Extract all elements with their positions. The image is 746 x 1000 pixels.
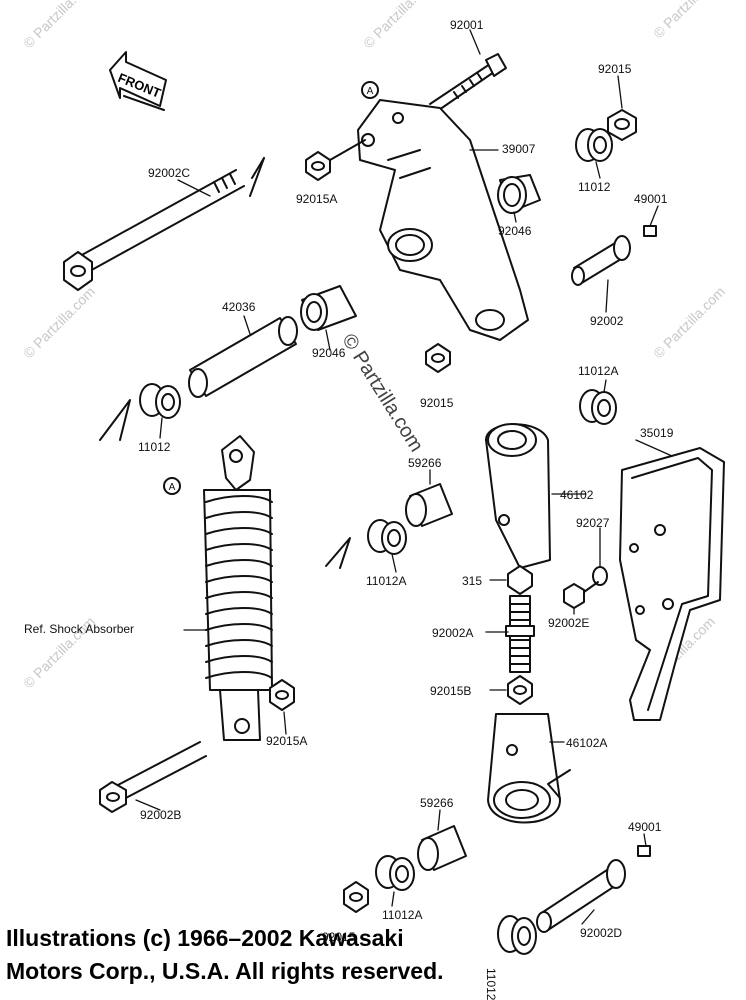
part-label: 92002A: [432, 626, 474, 640]
part-label: 315: [462, 574, 483, 588]
rocker-arm-39007-icon: [357, 99, 529, 341]
tie-rod-46102-icon: [485, 423, 551, 569]
part-label: 92027: [576, 516, 610, 530]
part-label: 11012A: [484, 968, 498, 1000]
nut-92015B-icon: [507, 675, 533, 705]
bushing-92046-icon: [300, 285, 357, 331]
pin-92002-icon: [571, 225, 657, 286]
part-label: 92015: [322, 930, 356, 944]
part-label: 92015: [420, 396, 454, 410]
part-label: 49001: [634, 192, 668, 206]
bolt-92002E-icon: [563, 581, 599, 609]
nut-92015A-icon: [305, 151, 331, 181]
part-label: 11012A: [578, 364, 619, 378]
part-label: 92002B: [140, 808, 182, 822]
part-label: Ref. Shock Absorber: [24, 622, 135, 636]
part-label: 92015: [598, 62, 632, 76]
part-label: 46102A: [566, 736, 608, 750]
bolt-92001-icon: [429, 53, 507, 113]
nut-92015A-icon: [269, 679, 295, 711]
bolt-92002B-icon: [99, 741, 207, 813]
bushing-92046-icon: [497, 174, 541, 214]
part-label: 39007: [502, 142, 536, 156]
nut-92015-icon: [425, 343, 451, 373]
part-label: 35019: [640, 426, 674, 440]
seal-11012A-icon: [325, 519, 407, 569]
part-label: 46102: [560, 488, 594, 502]
callout-a-icon: [163, 81, 379, 495]
part-label: 59266: [408, 456, 442, 470]
part-label: 92002: [590, 314, 624, 328]
part-label: 11012: [578, 180, 611, 194]
part-label: 92015A: [266, 734, 308, 748]
callout-a-shock: A: [169, 482, 176, 493]
seal-11012A-icon: [497, 915, 537, 955]
part-label: 92001: [450, 18, 484, 32]
nut-92015-icon: [607, 109, 637, 141]
seal-11012A-icon: [579, 389, 617, 425]
part-label: 92002C: [148, 166, 191, 180]
part-label: 11012A: [366, 574, 407, 588]
shock-absorber-icon: [203, 435, 273, 741]
part-label: 59266: [420, 796, 454, 810]
part-label: 11012A: [382, 908, 423, 922]
seal-11012-icon: [99, 383, 181, 441]
nut-92015-icon: [343, 881, 369, 913]
tie-rod-46102A-icon: [487, 713, 571, 824]
bolt-92002C-icon: [63, 157, 265, 291]
sleeve-59266-icon: [417, 825, 467, 871]
part-label: 11012: [138, 440, 171, 454]
rod-92002A-icon: [505, 595, 535, 673]
part-label: 92046: [498, 224, 532, 238]
copyright-line-2: Motors Corp., U.S.A. All rights reserved…: [6, 958, 444, 984]
part-label: 92015A: [296, 192, 338, 206]
part-label: 92015B: [430, 684, 472, 698]
seal-11012-icon: [575, 128, 613, 162]
part-label: 42036: [222, 300, 256, 314]
sleeve-59266-icon: [405, 483, 453, 527]
seal-11012A-icon: [375, 855, 415, 891]
guard-35019-icon: [619, 447, 725, 721]
part-label: 92002E: [548, 616, 590, 630]
part-label: 49001: [628, 820, 662, 834]
part-label: 92046: [312, 346, 346, 360]
part-label: 92002D: [580, 926, 623, 940]
copyright-line-1: Illustrations (c) 1966–2002 Kawasaki: [6, 925, 404, 951]
callout-a-top: A: [367, 86, 374, 97]
sleeve-42036-icon: [188, 316, 298, 398]
pin-92002D-icon: [536, 845, 651, 933]
washer-92027-icon: [592, 566, 608, 586]
front-arrow-icon: [109, 51, 167, 111]
nut-315-icon: [507, 565, 533, 595]
